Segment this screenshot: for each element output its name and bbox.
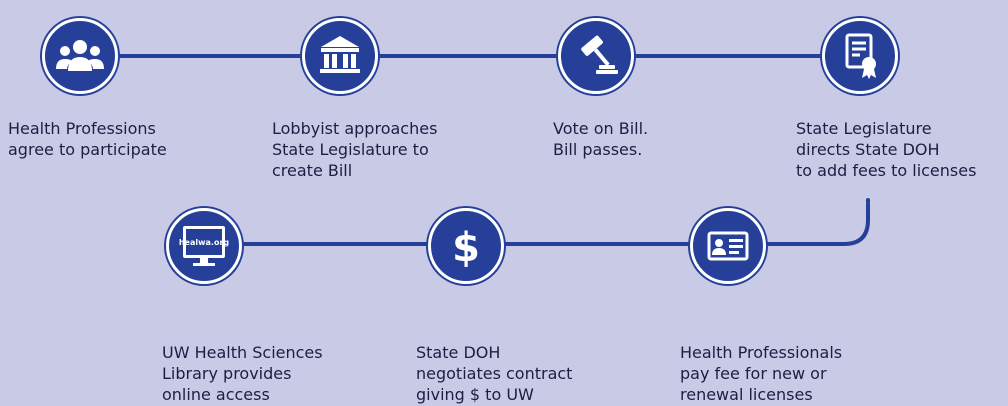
- step-4-label: State Legislature directs State DOH to a…: [796, 119, 977, 180]
- gavel-icon: [581, 35, 618, 74]
- step-6-node: $: [428, 208, 504, 284]
- step-6-label: State DOH negotiates contract giving $ t…: [416, 343, 573, 404]
- step-4-node: [822, 18, 898, 94]
- step-5-node: [690, 208, 766, 284]
- people-icon: [56, 40, 104, 71]
- step-7-node: healwa.org: [166, 208, 242, 284]
- step-1-label: Health Professions agree to participate: [8, 119, 167, 159]
- step-5-label: Health Professionals pay fee for new or …: [680, 343, 843, 404]
- certificate-icon: [845, 33, 876, 79]
- capitol-building-icon: [320, 36, 360, 73]
- step-7-label: UW Health Sciences Library provides onli…: [162, 343, 323, 404]
- computer-monitor-icon: healwa.org: [179, 226, 230, 266]
- svg-text:$: $: [452, 225, 480, 271]
- dollar-sign-icon: $: [452, 225, 480, 271]
- id-card-icon: [707, 231, 749, 261]
- step-1-node: [42, 18, 118, 94]
- step-2-node: [302, 18, 378, 94]
- step-2-label: Lobbyist approaches State Legislature to…: [272, 119, 438, 180]
- step-3-node: [558, 18, 634, 94]
- step-3-label: Vote on Bill. Bill passes.: [553, 119, 649, 159]
- monitor-screen-text: healwa.org: [179, 238, 230, 247]
